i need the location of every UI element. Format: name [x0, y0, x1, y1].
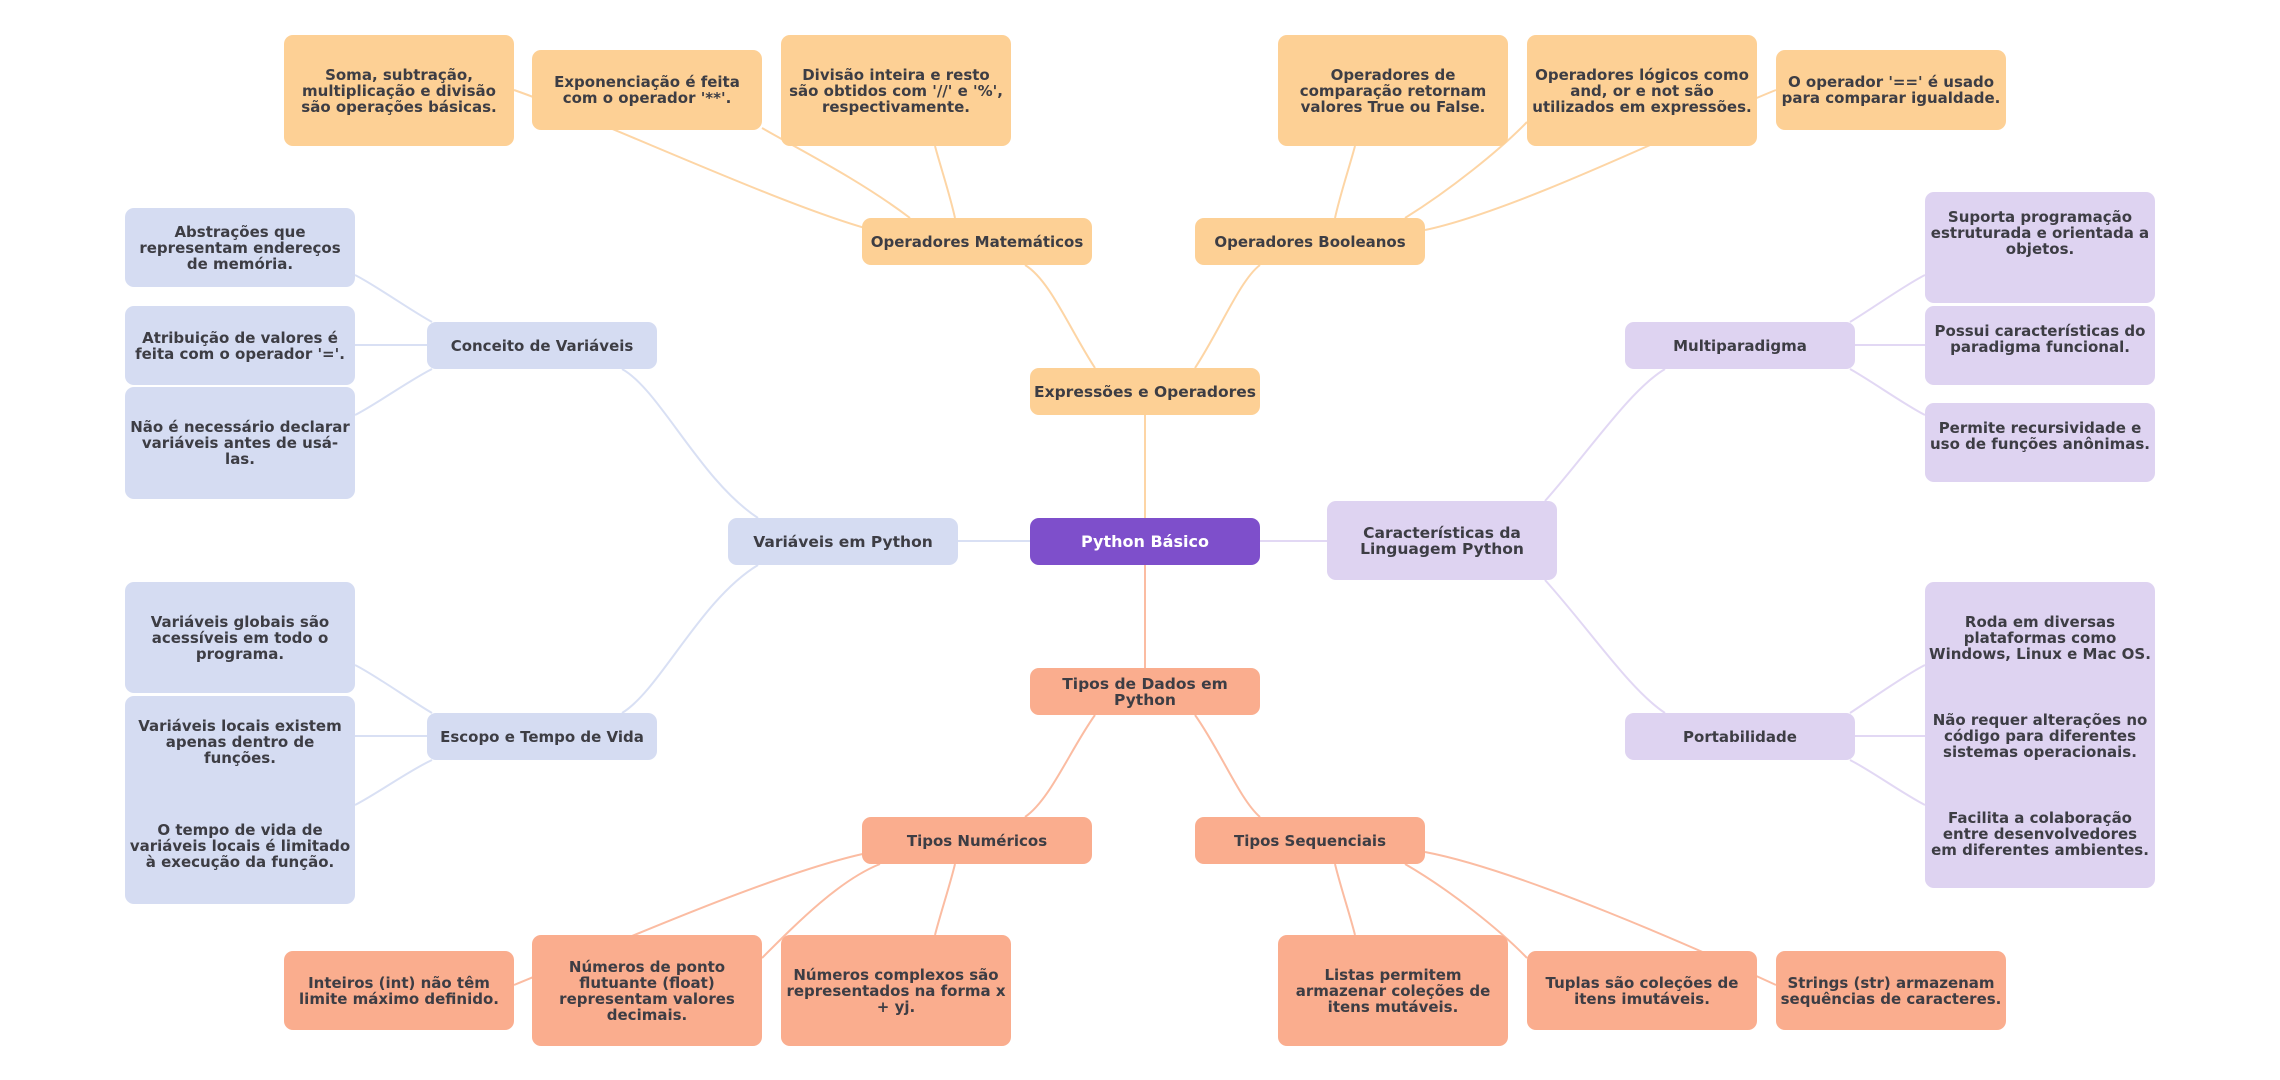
link-bool-leaf1 [1404, 121, 1528, 219]
leaf-structured-oop[interactable]: Suporta programação estruturada e orient… [1925, 192, 2155, 303]
link-var-scope [621, 564, 759, 714]
topic-scope-lifetime[interactable]: Escopo e Tempo de Vida [427, 713, 657, 760]
leaf-memory-abstraction[interactable]: Abstrações que representam endereços de … [125, 208, 355, 287]
link-numeric-leaf1 [761, 863, 881, 959]
link-char-multi [1544, 368, 1666, 502]
leaf-integer-division[interactable]: Divisão inteira e resto são obtidos com … [781, 35, 1011, 146]
leaf-equality-operator[interactable]: O operador '==' é usado para comparar ig… [1776, 50, 2006, 130]
topic-boolean-operators[interactable]: Operadores Booleanos [1195, 218, 1425, 265]
branch-characteristics[interactable]: Características da Linguagem Python [1327, 501, 1557, 580]
link-scope-leaf2 [354, 759, 433, 806]
link-port-leaf0 [1849, 664, 1926, 714]
link-scope-leaf0 [354, 664, 433, 714]
topic-numeric-types[interactable]: Tipos Numéricos [862, 817, 1092, 864]
link-multi-leaf0 [1849, 274, 1926, 323]
link-types-numeric [1024, 714, 1096, 818]
leaf-no-declaration[interactable]: Não é necessário declarar variáveis ante… [125, 387, 355, 499]
leaf-lists[interactable]: Listas permitem armazenar coleções de it… [1278, 935, 1508, 1046]
link-types-seq [1194, 714, 1261, 818]
link-concept-leaf2 [354, 368, 433, 416]
leaf-local-variables: Variáveis locais existem apenas dentro d… [138, 717, 342, 767]
branch-variables[interactable]: Variáveis em Python [728, 518, 958, 565]
link-numeric-leaf2 [934, 863, 956, 936]
topic-multiparadigm[interactable]: Multiparadigma [1625, 322, 1855, 369]
topic-variable-concept[interactable]: Conceito de Variáveis [427, 322, 657, 369]
leaf-comparison-operators[interactable]: Operadores de comparação retornam valore… [1278, 35, 1508, 146]
leaf-exponentiation[interactable]: Exponenciação é feita com o operador '**… [532, 50, 762, 130]
topic-sequence-types[interactable]: Tipos Sequenciais [1195, 817, 1425, 864]
leaf-local-lifetime: O tempo de vida de variáveis locais é li… [129, 821, 351, 871]
leaf-global-variables[interactable]: Variáveis globais são acessíveis em todo… [125, 582, 355, 693]
branch-data-types[interactable]: Tipos de Dados em Python [1030, 668, 1260, 715]
leaf-tuples[interactable]: Tuplas são coleções de itens imutáveis. [1527, 951, 1757, 1030]
link-math-leaf1 [761, 127, 911, 219]
leaf-local-variables-group[interactable]: Variáveis locais existem apenas dentro d… [125, 696, 355, 904]
link-port-leaf2 [1849, 759, 1926, 806]
leaf-floats[interactable]: Números de ponto flutuante (float) repre… [532, 935, 762, 1046]
leaf-functional-paradigm[interactable]: Possui características do paradigma func… [1925, 306, 2155, 385]
link-seq-leaf0 [1334, 863, 1356, 936]
leaf-logical-operators[interactable]: Operadores lógicos como and, or e not sã… [1527, 35, 1757, 146]
leaf-collaboration: Facilita a colaboração entre desenvolved… [1931, 809, 2149, 859]
link-expr-bool [1194, 264, 1261, 369]
leaf-complex-numbers[interactable]: Números complexos são representados na f… [781, 935, 1011, 1046]
link-expr-math [1024, 264, 1096, 369]
link-bool-leaf0 [1334, 145, 1356, 219]
topic-math-operators[interactable]: Operadores Matemáticos [862, 218, 1092, 265]
leaf-multi-platform: Roda em diversas plataformas como Window… [1929, 613, 2151, 663]
leaf-assignment-operator[interactable]: Atribuição de valores é feita com o oper… [125, 306, 355, 385]
link-char-port [1544, 579, 1666, 714]
leaf-recursion-lambdas[interactable]: Permite recursividade e uso de funções a… [1925, 403, 2155, 482]
leaf-portability-group[interactable]: Roda em diversas plataformas como Window… [1925, 582, 2155, 888]
leaf-integers[interactable]: Inteiros (int) não têm limite máximo def… [284, 951, 514, 1030]
link-seq-leaf1 [1404, 863, 1528, 959]
link-multi-leaf2 [1849, 368, 1926, 416]
topic-portability[interactable]: Portabilidade [1625, 713, 1855, 760]
link-concept-leaf0 [354, 274, 433, 323]
root-node-python-basico[interactable]: Python Básico [1030, 518, 1260, 565]
leaf-no-code-changes: Não requer alterações no código para dif… [1932, 711, 2148, 761]
link-math-leaf2 [934, 145, 956, 219]
branch-expressions-operators[interactable]: Expressões e Operadores [1030, 368, 1260, 415]
leaf-basic-arithmetic[interactable]: Soma, subtração, multiplicação e divisão… [284, 35, 514, 146]
leaf-strings[interactable]: Strings (str) armazenam sequências de ca… [1776, 951, 2006, 1030]
link-var-concept [621, 368, 759, 519]
